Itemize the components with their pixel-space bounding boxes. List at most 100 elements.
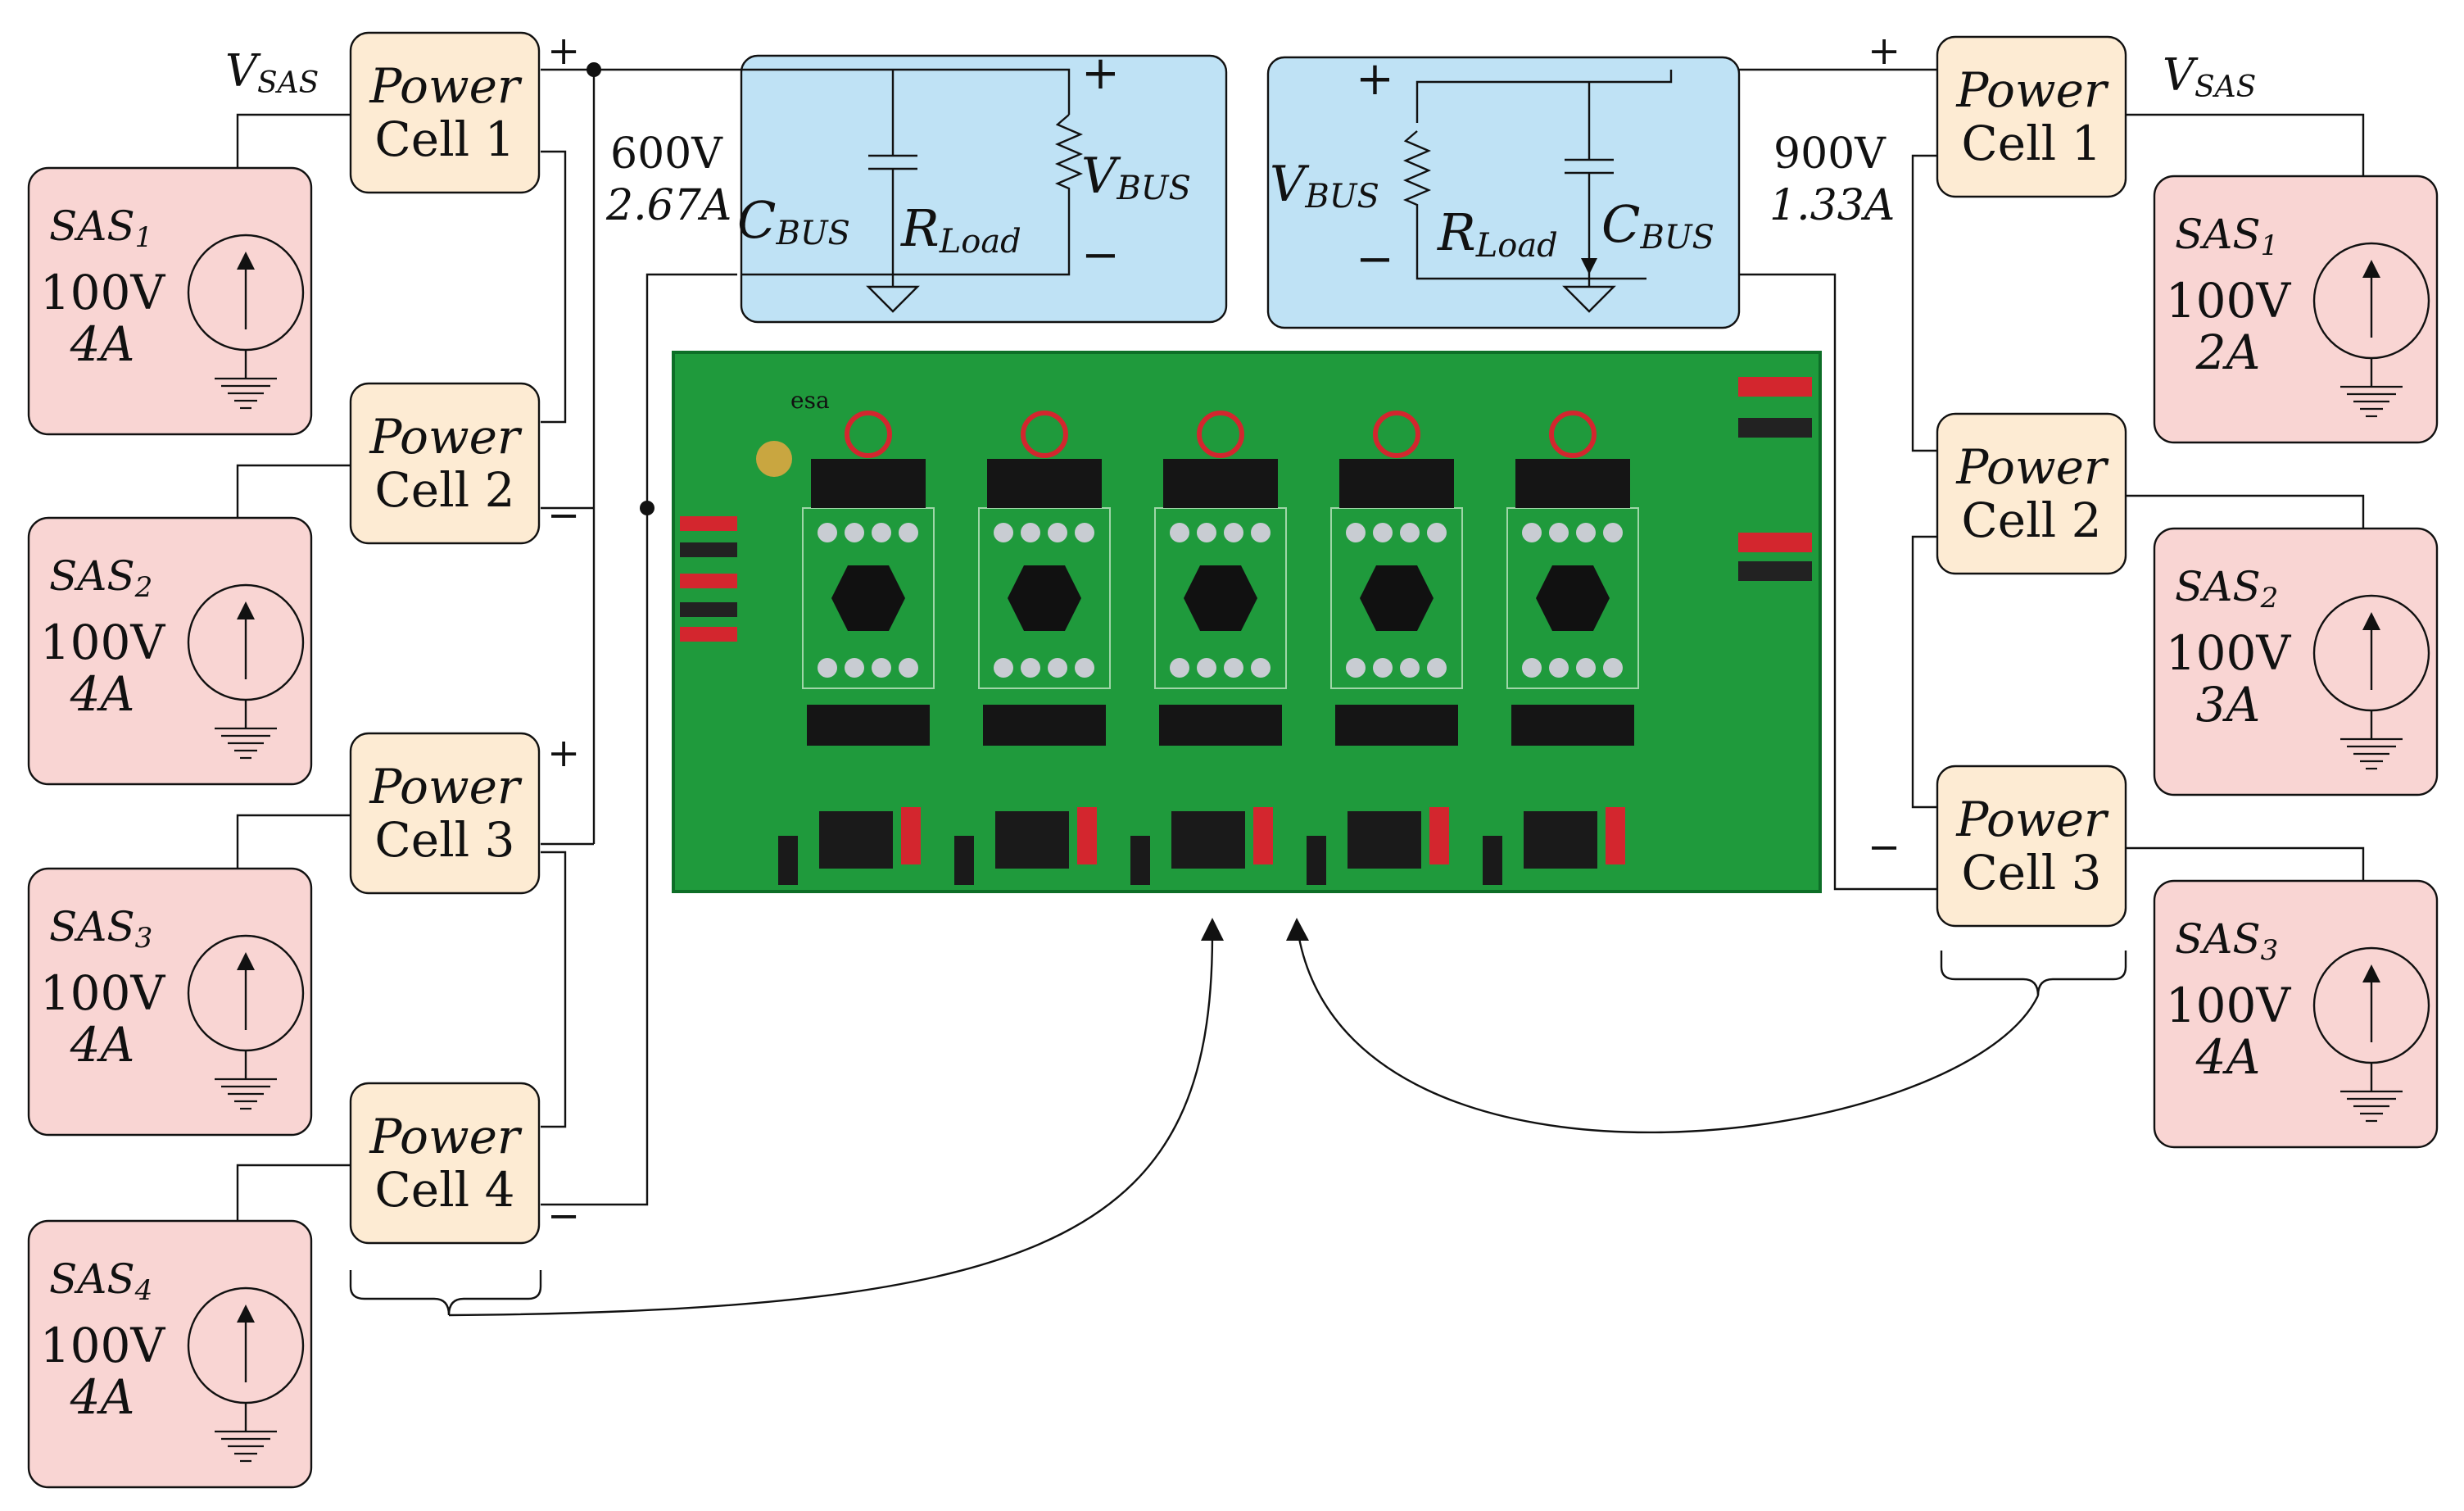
left-power-cell-3-line1: Power: [369, 759, 523, 814]
right-sas-3-voltage: 100V: [2166, 978, 2292, 1033]
left-sas-3-current: 4A: [70, 1017, 135, 1073]
pcb-module-2: [954, 411, 1111, 885]
right-sas-3-current: 4A: [2195, 1029, 2261, 1085]
right-sas-2-ground-icon: [2340, 737, 2403, 770]
right-load-minus: −: [1356, 233, 1394, 286]
left-bus-current: 2.67A: [605, 181, 732, 230]
right-load-plus: +: [1356, 52, 1394, 106]
right-sas-2-name: SAS2: [2175, 563, 2278, 615]
pcb-module-3: [1130, 411, 1287, 885]
left-sas-2-voltage: 100V: [40, 615, 166, 670]
right-power-cell-1-line1: Power: [1955, 62, 2109, 118]
right-power-cell-2-line2: Cell 2: [1961, 492, 2101, 548]
pcb-module-1: [778, 411, 935, 885]
right-load-box: VBUS RLoad CBUS + −: [1266, 52, 1741, 329]
left-cell4-minus: −: [547, 1193, 580, 1239]
left-load-box: CBUS RLoad VBUS + −: [737, 47, 1228, 324]
left-sas-1-name: SAS1: [49, 202, 152, 254]
right-power-cell-1-line2: Cell 1: [1961, 116, 2101, 171]
left-sas-2-current: 4A: [70, 666, 135, 722]
left-power-cell-1-line2: Cell 1: [374, 111, 514, 167]
left-vsas-label: VSAS: [225, 45, 319, 100]
right-arrowhead: [1286, 918, 1309, 941]
right-sas-3-ground-icon: [2340, 1090, 2403, 1123]
pcb-photo: esa: [672, 351, 1822, 893]
left-sas-4-name: SAS4: [49, 1255, 152, 1307]
right-arrow: [1297, 933, 2040, 1134]
right-power-cell-3-line1: Power: [1955, 792, 2109, 847]
right-bus-current: 1.33A: [1769, 181, 1895, 230]
junction-dot-top: [587, 62, 601, 77]
right-sas-1-voltage: 100V: [2166, 273, 2292, 329]
right-cbus-label: CBUS: [1601, 194, 1714, 256]
left-sas-3-name: SAS3: [49, 903, 152, 955]
left-sas-2-ground-icon: [215, 727, 277, 760]
left-power-cell-1-line1: Power: [369, 58, 523, 114]
right-bus-voltage: 900V: [1773, 129, 1886, 179]
right-sas-2-current: 3A: [2196, 677, 2261, 733]
pcb-module-4: [1307, 411, 1463, 885]
right-brace: [1940, 951, 2127, 996]
left-power-cell-3-line2: Cell 3: [374, 812, 514, 868]
right-sas-1-name: SAS1: [2175, 211, 2278, 262]
left-power-cell-4-line2: Cell 4: [374, 1162, 514, 1218]
right-rload-label: RLoad: [1437, 202, 1558, 265]
left-power-cell-2-line1: Power: [369, 409, 523, 465]
left-arrowhead: [1201, 918, 1224, 941]
right-vbus-label: VBUS: [1270, 156, 1379, 216]
right-sas-3-name: SAS3: [2175, 915, 2278, 967]
pcb-module-5: [1483, 411, 1639, 885]
right-cell1-plus: +: [1868, 28, 1900, 74]
left-cell2-minus: −: [547, 492, 580, 538]
left-sas-1-voltage: 100V: [40, 265, 166, 320]
right-sas-1-current: 2A: [2195, 324, 2261, 380]
right-cell3-minus: −: [1868, 824, 1900, 870]
right-vsas-label: VSAS: [2163, 49, 2256, 104]
left-sas-1-ground-icon: [215, 377, 277, 410]
right-sas-1-ground-icon: [2340, 385, 2403, 418]
left-power-cell-2-line2: Cell 2: [374, 462, 514, 518]
left-sas-4-current: 4A: [70, 1369, 135, 1425]
pcb-modules: [778, 411, 1639, 885]
junction-dot-mid: [640, 501, 654, 515]
left-sas-4-voltage: 100V: [40, 1318, 166, 1373]
pcb-coin: [756, 441, 792, 477]
left-bus-voltage: 600V: [610, 129, 723, 179]
left-power-cell-4-line1: Power: [369, 1109, 523, 1164]
left-vbus-label: VBUS: [1081, 147, 1191, 207]
right-power-cell-3-line2: Cell 3: [1961, 845, 2101, 901]
left-brace: [349, 1270, 542, 1316]
left-cbus-label: CBUS: [737, 190, 850, 252]
pcb-logo: esa: [790, 387, 830, 414]
left-cell3-plus: +: [547, 730, 580, 776]
right-power-cell-2-line1: Power: [1955, 439, 2109, 495]
left-sas-1-current: 4A: [70, 316, 135, 372]
left-load-plus: +: [1081, 47, 1120, 100]
left-cell1-plus: +: [547, 28, 580, 74]
left-arrow: [448, 933, 1214, 1317]
left-load-minus: −: [1081, 229, 1120, 282]
left-sas-3-ground-icon: [215, 1078, 277, 1110]
right-sas-2-voltage: 100V: [2166, 625, 2292, 681]
left-sas-2-name: SAS2: [49, 552, 152, 604]
left-sas-4-ground-icon: [215, 1430, 277, 1463]
left-sas-3-voltage: 100V: [40, 965, 166, 1021]
